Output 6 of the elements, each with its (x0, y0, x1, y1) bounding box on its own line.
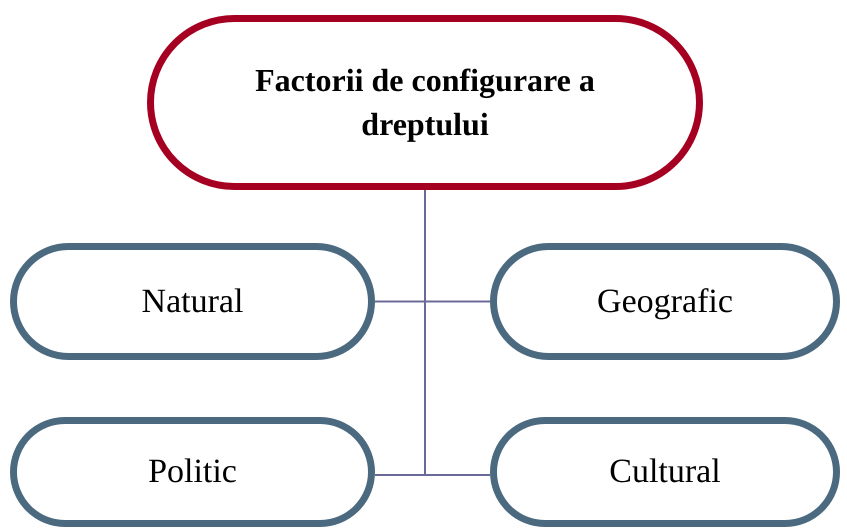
node-label: Politic (148, 452, 237, 492)
connector-line (424, 190, 490, 476)
node-label: Natural (142, 282, 244, 322)
node-label: Geografic (597, 282, 733, 322)
node-label: Cultural (609, 452, 721, 492)
node-label: Factorii de configurare a dreptului (254, 61, 596, 144)
